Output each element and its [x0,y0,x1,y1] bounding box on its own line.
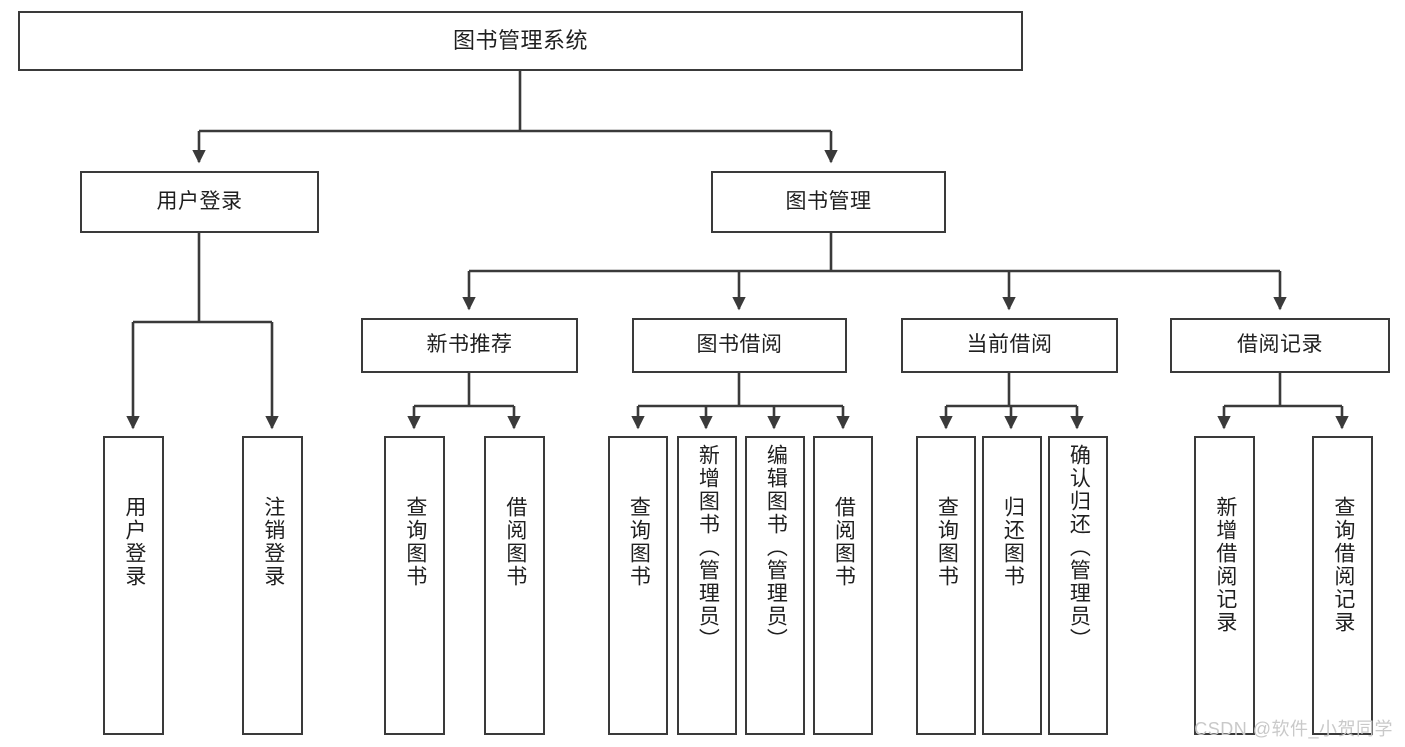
leaf-query-book-recommend[interactable]: 查询图书 [384,436,445,735]
leaf-confirm-return-admin[interactable]: 确认归还（管理员） [1048,436,1108,735]
leaf-borrow-book-recommend[interactable]: 借阅图书 [484,436,545,735]
node-label: 注销登录 [261,496,285,588]
node-root-system[interactable]: 图书管理系统 [18,11,1023,71]
node-label: 编辑图书（管理员） [764,444,788,651]
leaf-query-book-current[interactable]: 查询图书 [916,436,976,735]
leaf-query-book-borrow[interactable]: 查询图书 [608,436,668,735]
leaf-add-borrow-record[interactable]: 新增借阅记录 [1194,436,1255,735]
node-label: 借阅图书 [503,496,527,588]
node-label: 图书管理 [785,189,872,213]
leaf-query-borrow-record[interactable]: 查询借阅记录 [1312,436,1373,735]
node-label: 当前借阅 [966,333,1053,357]
node-label: 新增图书（管理员） [696,444,720,651]
node-book-manage[interactable]: 图书管理 [711,171,946,233]
node-label: 查询图书 [627,496,651,588]
leaf-logout-login[interactable]: 注销登录 [242,436,303,735]
csdn-watermark: CSDN @软件_小贺同学 [1194,719,1393,739]
node-label: 查询借阅记录 [1331,496,1355,634]
node-label: 查询图书 [403,496,427,588]
node-user-login[interactable]: 用户登录 [80,171,319,233]
node-label: 归还图书 [1001,496,1025,588]
leaf-borrow-book[interactable]: 借阅图书 [813,436,873,735]
node-label: 借阅记录 [1237,333,1323,357]
leaf-add-book-admin[interactable]: 新增图书（管理员） [677,436,737,735]
node-book-borrow[interactable]: 图书借阅 [632,318,847,373]
leaf-edit-book-admin[interactable]: 编辑图书（管理员） [745,436,805,735]
node-label: 用户登录 [156,189,243,213]
leaf-user-login[interactable]: 用户登录 [103,436,164,735]
leaf-return-book[interactable]: 归还图书 [982,436,1042,735]
node-new-book-recommend[interactable]: 新书推荐 [361,318,578,373]
node-current-borrow[interactable]: 当前借阅 [901,318,1118,373]
node-borrow-record[interactable]: 借阅记录 [1170,318,1390,373]
node-label: 用户登录 [122,496,146,588]
node-label: 图书借阅 [696,333,783,357]
node-label: 借阅图书 [832,496,856,588]
node-label: 新增借阅记录 [1213,496,1237,634]
node-label: 查询图书 [935,496,959,588]
node-label: 图书管理系统 [452,28,588,54]
node-label: 确认归还（管理员） [1067,444,1091,651]
node-label: 新书推荐 [426,333,513,357]
